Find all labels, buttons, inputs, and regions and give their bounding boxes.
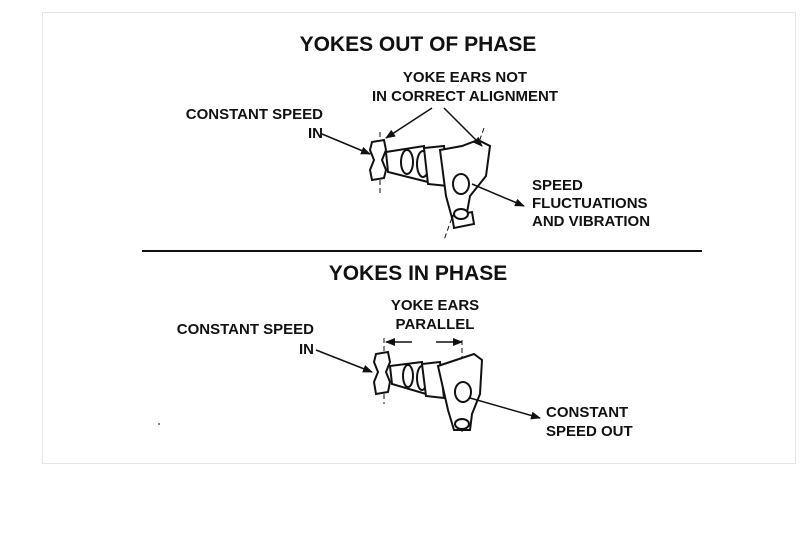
bottom-input-label-line-2: IN: [299, 341, 314, 358]
top-input-label-line-1: CONSTANT SPEED: [185, 106, 323, 123]
out-of-phase-title: YOKES OUT OF PHASE: [299, 33, 537, 56]
bottom-output-label-line-2: SPEED OUT: [546, 423, 633, 440]
stray-dot: [158, 423, 160, 425]
yoke-ears-misaligned-label-line-2: IN CORRECT ALIGNMENT: [371, 88, 559, 105]
in-phase-arrows: [315, 338, 541, 420]
top-output-label-line-1: SPEED: [532, 177, 583, 194]
top-input-label-line-2: IN: [308, 125, 323, 142]
yoke-ears-parallel-label-line-2: PARALLEL: [395, 316, 475, 333]
in-phase-title: YOKES IN PHASE: [328, 262, 508, 285]
top-output-label-line-2: FLUCTUATIONS: [532, 195, 648, 212]
bottom-input-label-line-1: CONSTANT SPEED: [176, 321, 314, 338]
yoke-ears-misaligned-label-line-1: YOKE EARS NOT: [402, 69, 528, 86]
out-of-phase-arrows: [321, 107, 525, 207]
in-phase-driveshaft: [372, 338, 484, 432]
top-output-label-line-3: AND VIBRATION: [532, 213, 651, 230]
bottom-output-label-line-1: CONSTANT: [546, 404, 629, 421]
yoke-ears-parallel-label-line-1: YOKE EARS: [390, 297, 480, 314]
